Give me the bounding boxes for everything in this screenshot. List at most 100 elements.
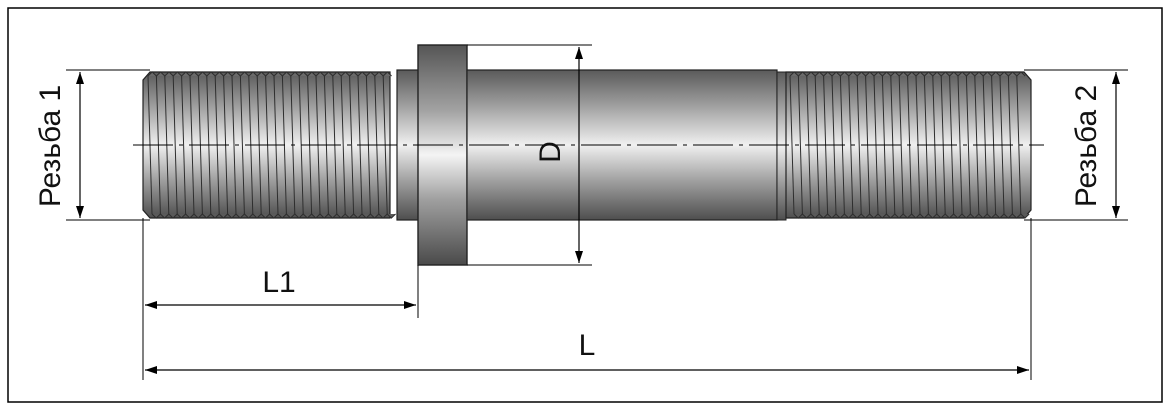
thread-tooth [894,213,904,219]
thread-tooth [231,71,241,77]
thread-tooth [1016,71,1026,77]
thread-tooth [823,71,833,77]
thread-tooth [223,71,233,77]
thread-tooth [307,71,317,77]
thread-tooth [374,71,384,77]
thread-tooth [240,71,250,77]
thread-tooth [252,213,262,219]
thread-tooth [928,213,938,219]
thread-tooth [235,213,245,219]
thread-tooth [357,71,367,77]
thread-tooth [953,213,963,219]
thread-tooth [999,71,1009,77]
thread-crest [957,75,963,215]
thread-tooth [248,71,258,77]
thread-tooth [324,71,334,77]
thread-tooth [189,71,199,77]
thread-tooth [151,213,161,219]
thread-tooth [919,213,929,219]
thread-tooth [865,71,875,77]
thread-tooth [168,213,178,219]
thread-tooth [382,71,392,77]
thread-1-label: Резьба 1 [34,85,67,207]
thread-tooth [806,71,816,77]
thread-crest [1016,75,1022,215]
thread-tooth [328,213,338,219]
thread-tooth [210,213,220,219]
thread-crest [856,75,862,215]
thread-tooth [172,71,182,77]
thread-tooth [227,213,237,219]
thread-tooth [290,71,300,77]
thread-tooth [932,71,942,77]
thread-crest [172,75,178,215]
thread-tooth [256,71,266,77]
thread-tooth [911,213,921,219]
thread-tooth [844,213,854,219]
thread-tooth [915,71,925,77]
thread-tooth [798,71,808,77]
thread-tooth [986,213,996,219]
thread-tooth [160,213,170,219]
thread-tooth [218,213,228,219]
thread-tooth [206,71,216,77]
thread-tooth [273,71,283,77]
thread-tooth [793,213,803,219]
thread-crest [965,75,971,215]
thread-tooth [877,213,887,219]
thread-tooth [344,213,354,219]
thread-tooth [294,213,304,219]
thread-tooth [353,213,363,219]
thread-tooth [802,213,812,219]
thread-tooth [244,213,254,219]
diameter-label: D [534,141,567,163]
thread-tooth [386,213,396,219]
thread-tooth [164,71,174,77]
thread-tooth [370,213,380,219]
thread-tooth [949,71,959,77]
thread-tooth [827,213,837,219]
thread-tooth [311,213,321,219]
thread-crest [231,75,237,215]
thread-tooth [193,213,203,219]
thread-tooth [886,213,896,219]
shank-step [776,71,787,221]
thread-tooth [814,71,824,77]
thread-tooth [974,71,984,77]
flange [417,44,468,266]
l-label: L [579,329,596,362]
thread-tooth [852,213,862,219]
thread-tooth [835,213,845,219]
thread-tooth [890,71,900,77]
thread-tooth [336,213,346,219]
thread-tooth [277,213,287,219]
thread-tooth [198,71,208,77]
thread-tooth [810,213,820,219]
l1-dimension [142,218,419,380]
thread-tooth [873,71,883,77]
thread-crest [239,75,245,215]
thread-crest [797,75,803,215]
thread-crest [898,75,904,215]
thread-crest [789,75,795,215]
thread-tooth [902,213,912,219]
thread-tooth [1012,213,1022,219]
thread-tooth [936,213,946,219]
thread-tooth [349,71,359,77]
thread-tooth [982,71,992,77]
thread-tooth [940,71,950,77]
thread-tooth [378,213,388,219]
thread-tooth [147,71,157,77]
diameter-dimension [467,44,592,266]
thread-tooth [265,71,275,77]
thread-tooth [970,213,980,219]
thread-crest [349,75,355,215]
thread-tooth [319,213,329,219]
thread-tooth [156,71,166,77]
thread-tooth [1020,213,1030,219]
thread-tooth [991,71,1001,77]
thread-tooth [869,213,879,219]
thread-tooth [882,71,892,77]
thread-tooth [831,71,841,77]
